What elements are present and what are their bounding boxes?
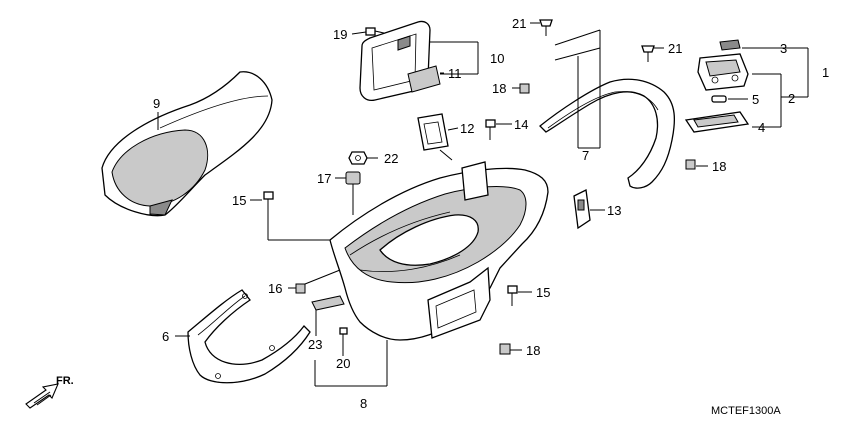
part-13-hook <box>573 189 591 230</box>
callout-16: 16 <box>268 281 282 296</box>
part-18-clip-top <box>519 83 530 94</box>
callout-17: 17 <box>317 171 331 186</box>
callout-4: 4 <box>758 120 765 135</box>
part-20-screw <box>339 327 348 346</box>
callout-13: 13 <box>607 203 621 218</box>
front-direction-arrow: FR. <box>25 375 74 409</box>
callout-18-right: 18 <box>712 159 726 174</box>
callout-8: 8 <box>360 396 367 411</box>
callout-15-left: 15 <box>232 193 246 208</box>
callout-labels: 1 2 3 4 5 6 7 8 9 10 11 12 13 14 15 15 1… <box>153 16 829 411</box>
callout-18-top: 18 <box>492 81 506 96</box>
callout-23: 23 <box>308 337 322 352</box>
callout-2: 2 <box>788 91 795 106</box>
part-23-bracket <box>311 295 345 311</box>
part-21-screw-right <box>641 45 655 62</box>
part-19-screw <box>365 27 385 36</box>
direction-label: FR. <box>56 375 74 387</box>
part-22-nut <box>348 151 368 165</box>
callout-14: 14 <box>514 117 528 132</box>
part-5-spring <box>711 95 727 103</box>
part-11-pad <box>407 65 441 93</box>
callout-12: 12 <box>460 121 474 136</box>
part-17-collar <box>345 171 361 185</box>
callout-21-right: 21 <box>668 41 682 56</box>
part-16-clip <box>295 283 306 294</box>
part-9-cover <box>101 71 273 217</box>
callout-11: 11 <box>448 66 462 81</box>
diagram-code: MCTEF1300A <box>711 405 781 417</box>
callout-6: 6 <box>162 329 169 344</box>
part-6-guard <box>187 289 311 384</box>
part-12-latch <box>417 113 449 151</box>
callout-9: 9 <box>153 96 160 111</box>
part-4-base <box>684 111 750 133</box>
callout-1: 1 <box>822 65 829 80</box>
part-18-clip-bottom <box>499 343 511 355</box>
callout-21-left: 21 <box>512 16 526 31</box>
part-15-bolt-left <box>263 191 274 212</box>
callout-10: 10 <box>490 51 504 66</box>
callout-20: 20 <box>336 356 350 371</box>
callout-18-bottom: 18 <box>526 343 540 358</box>
callout-15-right: 15 <box>536 285 550 300</box>
part-18-clip-right <box>685 159 696 170</box>
part-21-screw-left <box>539 19 553 36</box>
part-7-frame <box>539 78 676 189</box>
part-2-lock <box>697 53 749 91</box>
callout-19: 19 <box>333 27 347 42</box>
part-14-bolt <box>485 119 496 140</box>
leader-lines <box>157 22 809 387</box>
callout-22: 22 <box>384 151 398 166</box>
callout-5: 5 <box>752 92 759 107</box>
callout-7: 7 <box>582 148 589 163</box>
part-8-luggage-box <box>329 161 549 341</box>
part-3-cap <box>719 39 741 51</box>
part-15-bolt-right <box>507 285 518 306</box>
callout-3: 3 <box>780 41 787 56</box>
